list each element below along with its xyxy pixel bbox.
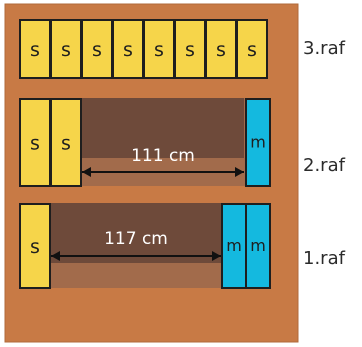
- shelf-3-left-block-label-5: s: [185, 39, 195, 61]
- shelf-3-left-block-label-0: s: [30, 39, 40, 61]
- shelf-1-left-block-label-0: s: [30, 236, 40, 258]
- shelf-1-arrow-right: [212, 251, 221, 261]
- shelf-2-arrow-right: [235, 167, 244, 177]
- shelf-3-left-block-label-6: s: [216, 39, 226, 61]
- shelf-3-left-block-label-1: s: [61, 39, 71, 61]
- shelf-2-left-block-label-1: s: [61, 133, 71, 155]
- shelf-3-left-block-4: [143, 19, 175, 79]
- shelf-1-right-block-label-0: m: [226, 236, 242, 255]
- shelf-1-arrow-left: [51, 251, 60, 261]
- shelf-2-left-block-1: [50, 98, 82, 187]
- shelf-2-left-block-0: [19, 98, 51, 187]
- shelf-1-right-block-label-1: m: [250, 236, 266, 255]
- shelf-2-back-dark: [82, 98, 244, 158]
- shelf-1-gap-label: 117 cm: [104, 229, 168, 249]
- shelf-3-left-block-label-4: s: [154, 39, 164, 61]
- shelf-2-label: 2.raf: [303, 155, 345, 176]
- shelf-2-right-block-0: [245, 98, 271, 187]
- shelf-1-label: 1.raf: [303, 248, 345, 269]
- shelf-3-left-block-label-3: s: [123, 39, 133, 61]
- shelf-2-left-block-label-0: s: [30, 133, 40, 155]
- shelf-3-left-block-5: [174, 19, 206, 79]
- shelf-2-gap-label: 111 cm: [131, 146, 195, 166]
- shelf-1-left-block-0: [19, 203, 51, 289]
- shelf-3-left-block-7: [236, 19, 268, 79]
- shelf-3-left-block-1: [50, 19, 82, 79]
- shelf-2-right-block-label-0: m: [250, 133, 266, 152]
- shelf-1-back-dark: [51, 203, 221, 263]
- shelf-3-label: 3.raf: [303, 38, 345, 59]
- shelf-3-left-block-label-7: s: [247, 39, 257, 61]
- shelf-1-right-block-0: [221, 203, 247, 289]
- shelf-1-right-block-1: [245, 203, 271, 289]
- shelf-2-arrow-left: [82, 167, 91, 177]
- shelf-3-left-block-label-2: s: [92, 39, 102, 61]
- shelf-3-left-block-0: [19, 19, 51, 79]
